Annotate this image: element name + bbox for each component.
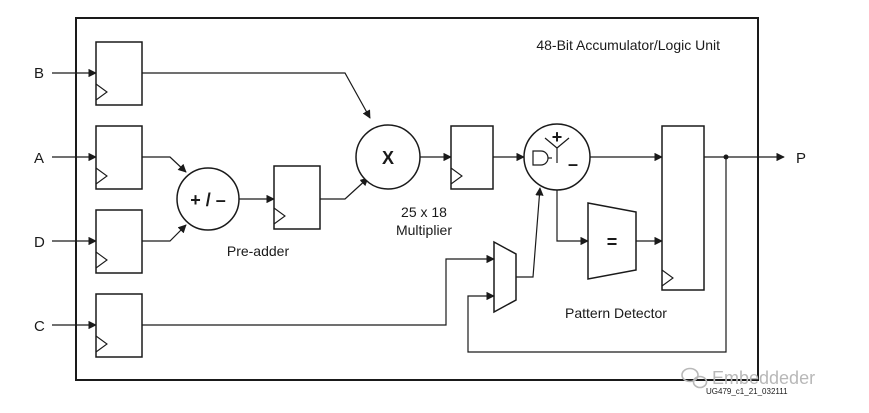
multiplier-symbol: X	[382, 148, 394, 168]
register-preadder-out	[273, 165, 321, 230]
register-b	[95, 41, 143, 106]
multiplier-caption-line1: 25 x 18	[401, 204, 447, 220]
wire-mux-to-alu	[516, 187, 544, 278]
register-output	[661, 125, 705, 291]
outer-frame	[75, 17, 759, 381]
wire-feedback-to-mux	[467, 157, 727, 353]
wire-a-to-preadder	[142, 156, 187, 173]
preadder-caption: Pre-adder	[227, 243, 290, 259]
watermark-text: Embeddeder	[712, 368, 815, 388]
register-a	[95, 125, 143, 190]
wire-c-to-mux	[142, 254, 495, 326]
input-label-c: C	[34, 318, 45, 335]
input-label-d: D	[34, 234, 45, 251]
pattern-detector-caption: Pattern Detector	[565, 305, 667, 321]
wire-alu-to-pattern	[556, 190, 589, 246]
output-label-p: P	[796, 150, 806, 167]
input-label-a: A	[34, 150, 44, 167]
preadder-symbol: + / –	[190, 190, 226, 210]
watermark: Embeddeder	[681, 367, 815, 389]
wire-reg-to-mult	[320, 177, 369, 200]
alu-plus: +	[552, 127, 563, 147]
alu-minus: –	[568, 154, 578, 174]
input-label-b: B	[34, 65, 44, 82]
register-c	[95, 293, 143, 358]
register-d	[95, 209, 143, 274]
mux	[493, 240, 517, 314]
multiplier-caption-line2: Multiplier	[396, 222, 452, 238]
footer-id: UG479_c1_21_032111	[706, 387, 788, 396]
alu-circle	[523, 123, 591, 191]
pattern-detector	[587, 202, 637, 280]
diagram-title: 48-Bit Accumulator/Logic Unit	[536, 37, 720, 53]
wire-d-to-preadder	[142, 224, 187, 242]
register-mult-out	[450, 125, 494, 190]
pattern-detector-symbol: =	[607, 232, 618, 252]
wire-b-to-mult	[142, 72, 371, 119]
wechat-logo-icon	[681, 367, 708, 389]
